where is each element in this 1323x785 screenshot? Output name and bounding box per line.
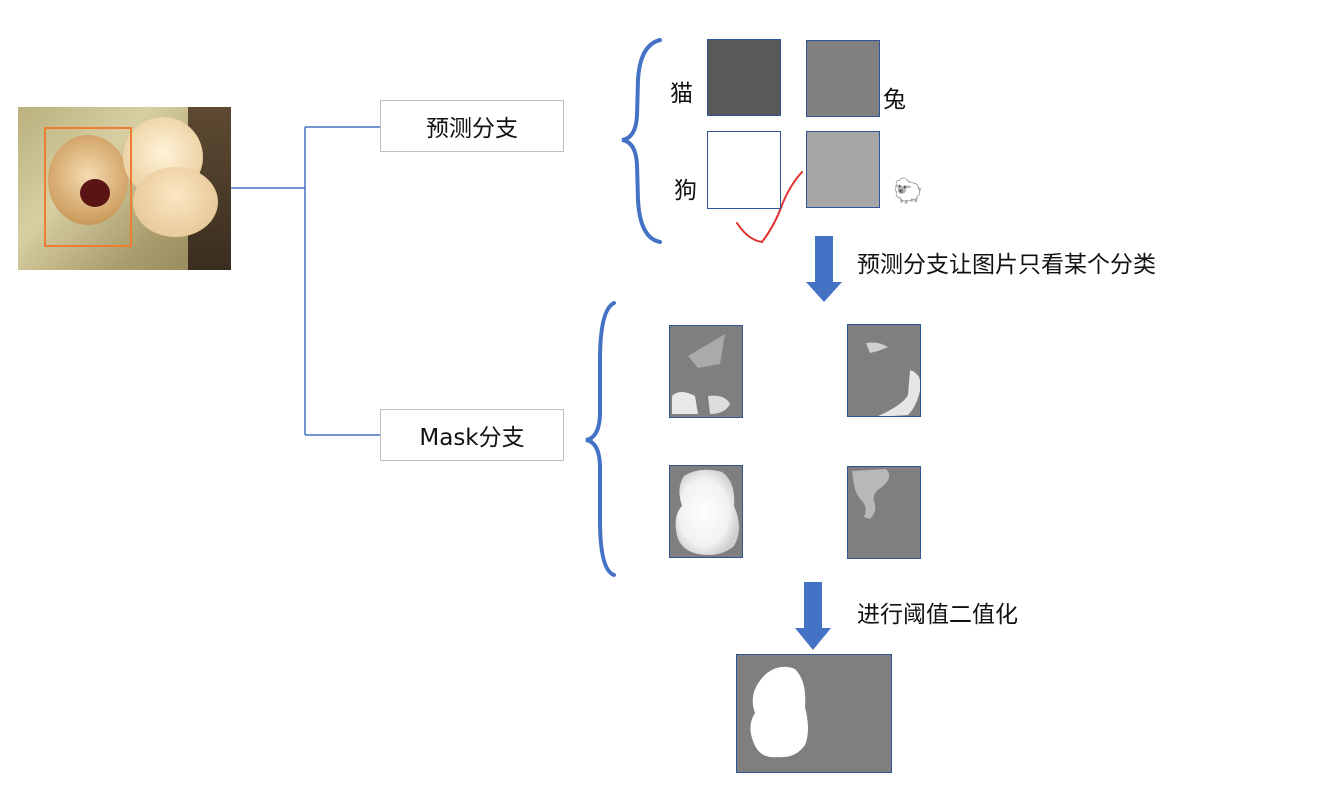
brace-classes bbox=[621, 38, 662, 244]
class-square-sheep bbox=[806, 131, 880, 208]
mask-sheep bbox=[847, 466, 921, 559]
binary-mask-shape bbox=[750, 666, 808, 758]
checkmark-icon bbox=[736, 171, 803, 244]
class-label-dog: 狗 bbox=[674, 178, 697, 204]
class-label-rabbit: 兔 bbox=[883, 87, 906, 113]
class-square-dog bbox=[707, 131, 781, 209]
mask-cat-shape bbox=[672, 334, 730, 414]
class-label-cat: 猫 bbox=[670, 81, 693, 107]
class-square-rabbit bbox=[806, 40, 880, 117]
prediction-branch-label: 预测分支 bbox=[426, 116, 518, 142]
mask-rabbit bbox=[847, 324, 921, 417]
sheep-icon: 🐑 bbox=[893, 177, 923, 205]
mask-dog bbox=[669, 465, 743, 558]
mask-branch-box: Mask分支 bbox=[380, 409, 564, 461]
input-image bbox=[18, 107, 231, 270]
binary-mask-result bbox=[736, 654, 892, 773]
mask-sheep-shape bbox=[852, 469, 890, 519]
class-square-cat bbox=[707, 39, 781, 116]
puppy-right-body bbox=[133, 167, 218, 237]
prediction-branch-box: 预测分支 bbox=[380, 100, 564, 152]
arrow-down-1-icon bbox=[806, 236, 842, 302]
mask-dog-shape bbox=[675, 469, 739, 555]
bounding-box bbox=[44, 127, 132, 247]
mask-cat bbox=[669, 325, 743, 418]
step-threshold-label: 进行阈值二值化 bbox=[857, 602, 1018, 628]
mask-rabbit-shape bbox=[866, 342, 920, 416]
puppy-left-mouth bbox=[80, 179, 110, 207]
step-select-class-label: 预测分支让图片只看某个分类 bbox=[857, 252, 1156, 278]
mask-branch-label: Mask分支 bbox=[419, 425, 525, 451]
arrow-down-2-icon bbox=[795, 582, 831, 650]
brace-masks bbox=[585, 301, 616, 577]
